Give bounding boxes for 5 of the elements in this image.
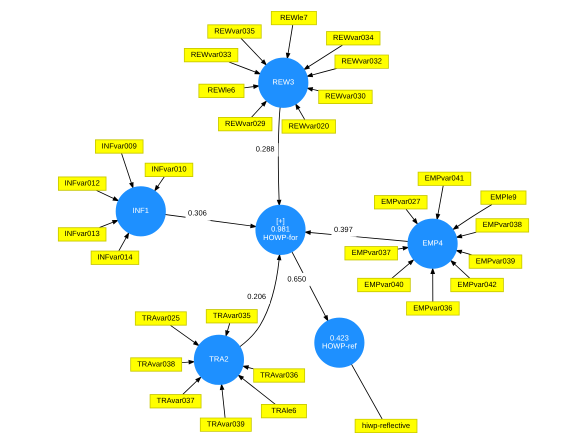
- edge-label: 0.206: [246, 292, 266, 302]
- edge-label: 0.397: [333, 224, 352, 234]
- edge-label: 0.306: [188, 208, 206, 218]
- edge-label: 0.288: [255, 144, 274, 154]
- edge-label: 0.650: [286, 274, 306, 284]
